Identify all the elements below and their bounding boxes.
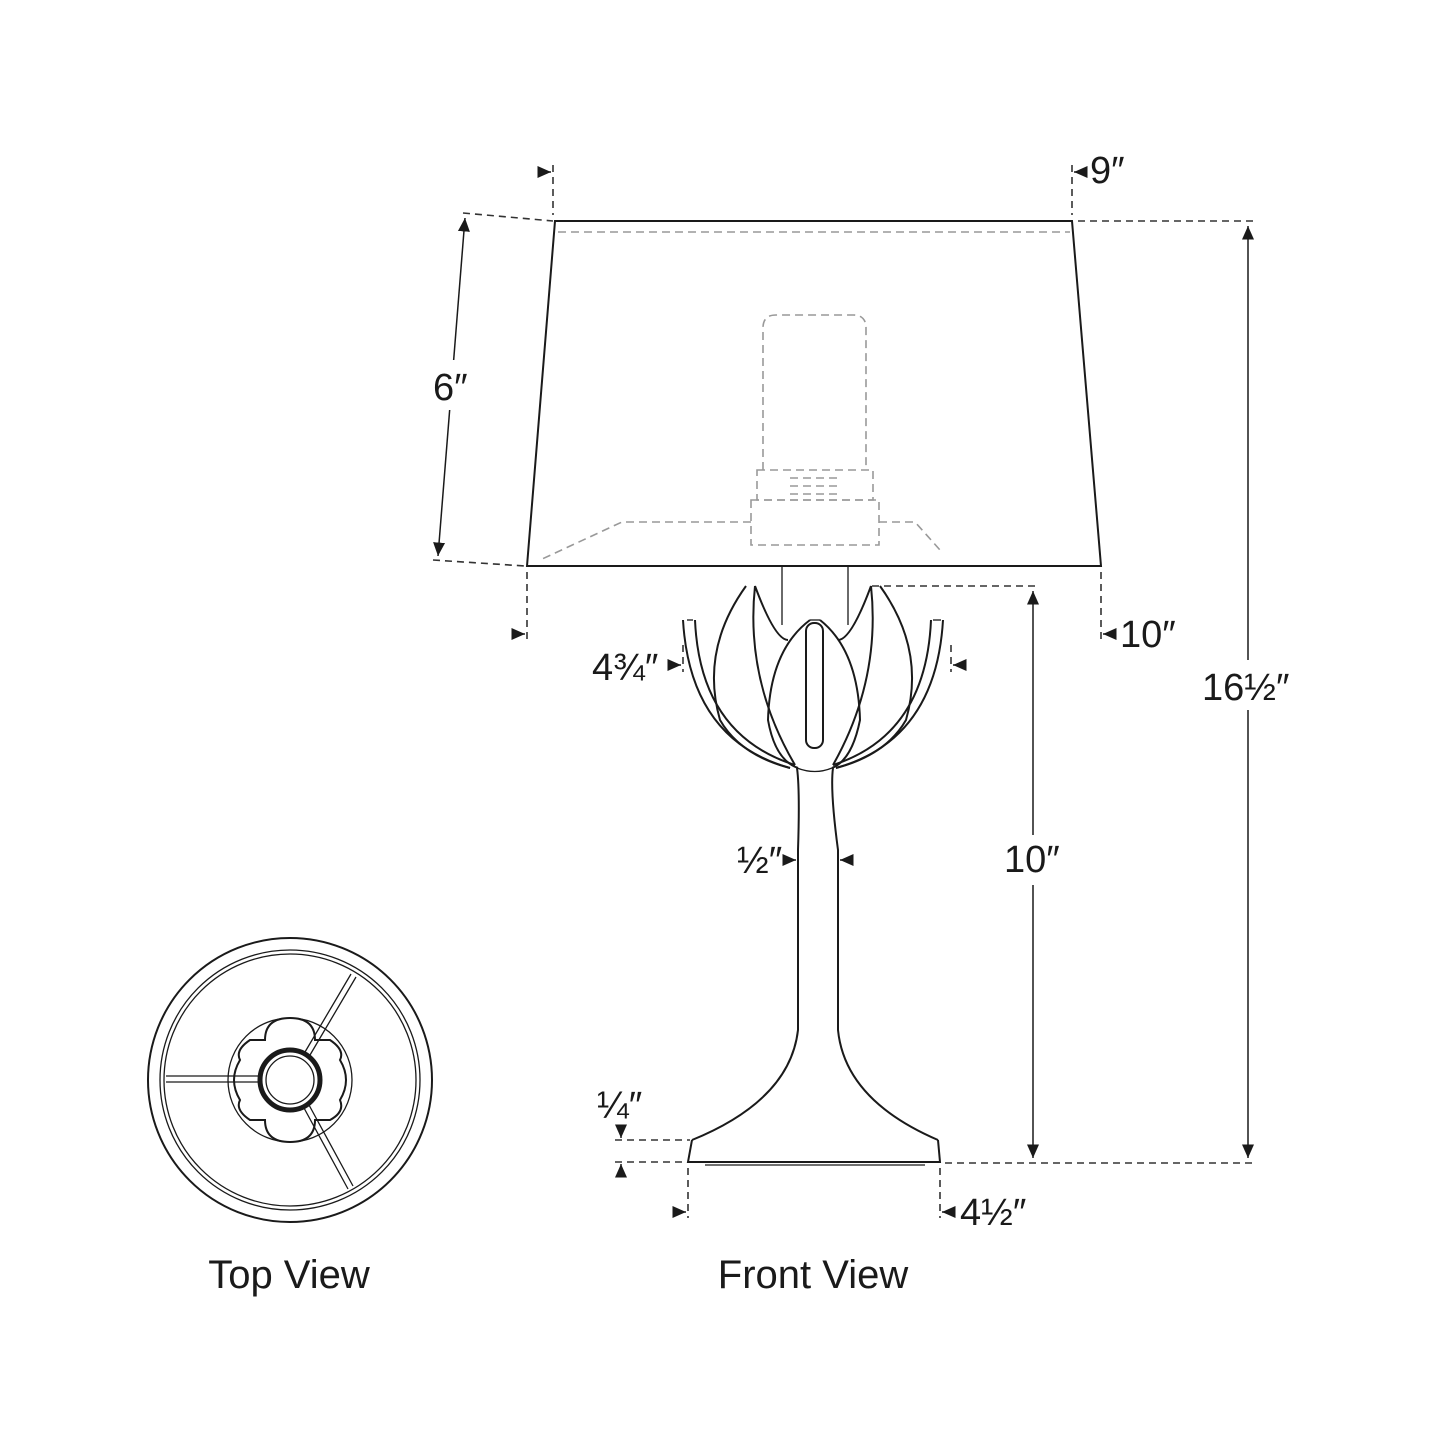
- lamp-shade: [525, 220, 1103, 567]
- dim-label-base-height: 10″: [1004, 839, 1060, 881]
- dim-overall-height: 16½″: [945, 220, 1295, 1164]
- dim-label-overall-height: 16½″: [1202, 667, 1289, 709]
- bulb-and-socket: [539, 314, 941, 625]
- dim-shade-top: 9″: [537, 150, 1125, 215]
- dim-base-diameter: 4½″: [672, 1168, 1026, 1234]
- front-view: [525, 220, 1103, 1166]
- dim-label-flower-width: 4¾″: [592, 647, 658, 689]
- dim-label-base-diameter: 4½″: [960, 1192, 1026, 1234]
- front-view-caption: Front View: [718, 1253, 909, 1297]
- dim-label-base-thickness: ¼″: [597, 1085, 642, 1127]
- dim-label-shade-top: 9″: [1090, 150, 1125, 192]
- top-view-caption: Top View: [208, 1253, 370, 1297]
- dim-stem-width: ½″: [737, 840, 854, 882]
- dim-label-stem-width: ½″: [737, 840, 782, 882]
- dim-base-thickness: ¼″: [597, 1085, 690, 1178]
- lamp-stem-and-base: [686, 767, 942, 1166]
- dim-shade-height: 6″: [425, 212, 554, 567]
- flower-petals: [682, 585, 944, 773]
- top-view: [147, 937, 433, 1223]
- dim-label-shade-bottom: 10″: [1120, 614, 1176, 656]
- dim-base-height: 10″: [872, 585, 1065, 1158]
- dim-shade-bottom: 10″: [511, 572, 1176, 656]
- dim-flower-width: 4¾″: [592, 645, 967, 689]
- dim-label-shade-height: 6″: [433, 367, 468, 409]
